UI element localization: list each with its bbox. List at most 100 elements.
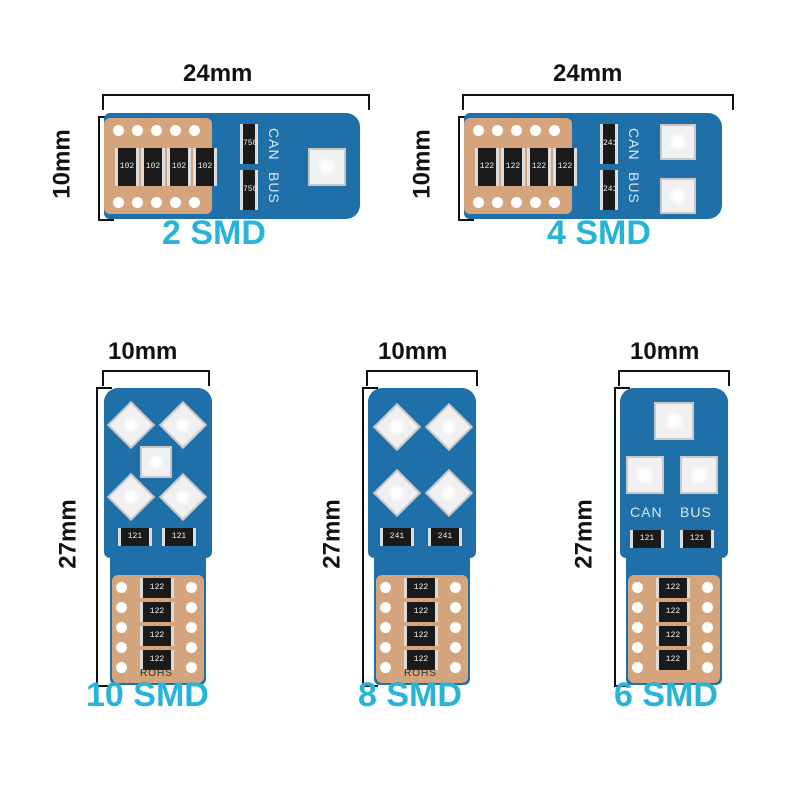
solder-hole [116,642,127,653]
solder-hole [186,582,197,593]
board-marking: CAN [266,128,282,161]
solder-hole [632,662,643,673]
smd-led [680,456,718,494]
resistor: 241 [428,528,462,546]
height-dimension-line [98,116,114,221]
resistor: 122 [404,650,438,670]
resistor: 122 [140,650,174,670]
solder-hole [473,125,484,136]
solder-hole [113,125,124,136]
solder-hole [113,197,124,208]
solder-hole [632,602,643,613]
solder-hole [132,125,143,136]
resistor: 122 [656,650,690,670]
width-dimension-line [462,94,734,110]
resistor: 241 [600,124,618,164]
resistor: 122 [140,602,174,622]
smd-led [140,446,172,478]
board-marking: CAN [630,504,663,520]
solder-hole [511,125,522,136]
height-dimension-line [614,387,630,687]
height-dimension-line [96,387,112,687]
solder-hole [702,622,713,633]
smd-count-label: 4 SMD [547,214,651,252]
solder-hole [450,662,461,673]
solder-hole [380,642,391,653]
resistor: 122 [404,626,438,646]
solder-hole [492,197,503,208]
solder-hole [549,197,560,208]
resistor: 241 [380,528,414,546]
solder-hole [632,582,643,593]
board-marking: ROHS [404,668,437,679]
resistor: 241 [600,170,618,210]
height-dimension-label: 10mm [408,129,436,199]
solder-hole [450,582,461,593]
solder-hole [380,602,391,613]
solder-hole [702,602,713,613]
smd-count-label: 6 SMD [614,676,718,714]
resistor: 122 [140,578,174,598]
smd-led [308,148,346,186]
solder-hole [450,642,461,653]
width-dimension-label: 10mm [108,338,178,365]
solder-hole [380,582,391,593]
height-dimension-line [458,116,474,221]
solder-hole [151,125,162,136]
width-dimension-label: 10mm [378,338,448,365]
resistor: 102 [141,148,165,186]
height-dimension-line [362,387,378,687]
board-marking: CAN [626,128,642,161]
resistor: 102 [193,148,217,186]
solder-hole [189,197,200,208]
solder-hole [450,622,461,633]
board-marking: BUS [266,172,282,204]
smd-led [626,456,664,494]
board-marking: BUS [626,172,642,204]
solder-hole [702,662,713,673]
smd-led [654,402,694,440]
width-dimension-label: 24mm [553,60,623,87]
solder-hole [170,197,181,208]
solder-hole [380,622,391,633]
solder-hole [632,642,643,653]
resistor: 121 [680,530,714,548]
board-marking: BUS [680,504,712,520]
solder-hole [189,125,200,136]
resistor: 122 [404,602,438,622]
solder-hole [116,662,127,673]
solder-hole [186,662,197,673]
resistor: 121 [630,530,664,548]
resistor: 122 [656,626,690,646]
solder-hole [116,622,127,633]
smd-count-label: 10 SMD [86,676,209,714]
width-dimension-line [618,370,730,386]
solder-hole [702,642,713,653]
solder-hole [473,197,484,208]
height-dimension-label: 10mm [48,129,76,199]
solder-hole [549,125,560,136]
width-dimension-line [102,94,370,110]
resistor: 122 [140,626,174,646]
solder-hole [492,125,503,136]
width-dimension-line [366,370,478,386]
resistor: 122 [475,148,499,186]
height-dimension-label: 27mm [54,499,82,569]
resistor: 102 [167,148,191,186]
solder-hole [632,622,643,633]
resistor: 102 [115,148,139,186]
resistor: 750 [240,124,258,164]
width-dimension-label: 24mm [183,60,253,87]
solder-hole [380,662,391,673]
solder-hole [116,602,127,613]
solder-hole [186,602,197,613]
resistor: 122 [656,578,690,598]
solder-hole [530,125,541,136]
smd-count-label: 2 SMD [162,214,266,252]
solder-hole [511,197,522,208]
solder-hole [151,197,162,208]
width-dimension-label: 10mm [630,338,700,365]
resistor: 121 [162,528,196,546]
resistor: 750 [240,170,258,210]
resistor: 122 [404,578,438,598]
